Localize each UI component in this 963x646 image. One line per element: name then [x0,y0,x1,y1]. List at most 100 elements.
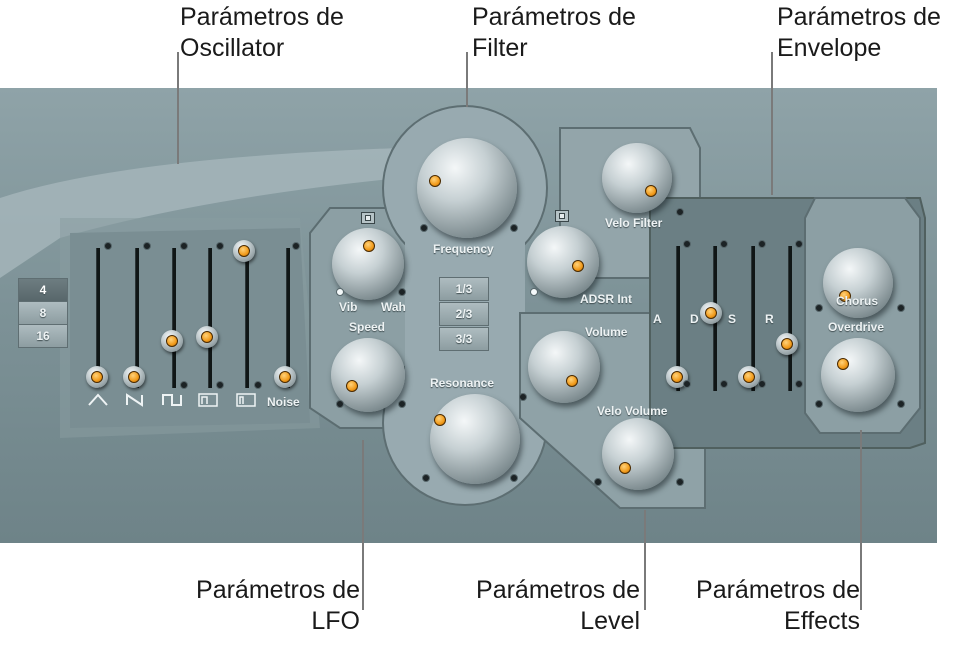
env-s-bottom-led [758,380,766,388]
indicator-dot [837,358,849,370]
osc-slider-5-track [245,248,249,388]
chorus-min-led [815,304,823,312]
adsr-int-label: ADSR Int [580,292,632,306]
env-d-label: D [690,312,699,326]
effects-callout: Parámetros de Effects [696,576,860,635]
lfo-callout: Parámetros de LFO [196,576,360,635]
velo-filter-max-led [676,208,684,216]
adsr-int-min-led [530,288,538,296]
square-wave-icon [162,394,182,406]
frequency-max-led [510,224,518,232]
overdrive-knob[interactable] [821,338,895,412]
octave-button-4[interactable]: 4 [18,278,68,302]
indicator-dot [128,371,140,383]
env-r-handle[interactable] [776,333,798,355]
slope-button-2-3[interactable]: 2/3 [439,302,489,326]
indicator-dot [839,290,851,302]
level-callout: Parámetros de Level [476,576,640,635]
indicator-dot [363,240,375,252]
noise-slider-handle[interactable] [274,366,296,388]
env-d-bottom-led [720,380,728,388]
noise-slider-led [292,242,300,250]
env-a-handle[interactable] [666,366,688,388]
overdrive-label: Overdrive [828,320,885,334]
adsr-int-knob[interactable] [527,226,599,298]
pulse-narrow-wave-icon [236,393,256,407]
velo-filter-label: Velo Filter [605,216,663,230]
osc-slider-2-handle[interactable] [123,366,145,388]
env-a-label: A [653,312,662,326]
overdrive-min-led [815,400,823,408]
oscillator-leader-line [177,52,179,164]
frequency-knob[interactable] [417,138,517,238]
osc-slider-4-bottom-led [216,381,224,389]
resonance-max-led [510,474,518,482]
indicator-dot [572,260,584,272]
noise-label: Noise [267,395,300,409]
frequency-label: Frequency [433,242,494,256]
chorus-max-led [897,304,905,312]
osc-slider-1-handle[interactable] [86,366,108,388]
indicator-dot [279,371,291,383]
env-a-led [683,240,691,248]
envelope-callout: Parámetros de Envelope [777,3,941,62]
vib-led [336,288,344,296]
indicator-dot [781,338,793,350]
speed-min-led [336,400,344,408]
slope-button-1-3[interactable]: 1/3 [439,277,489,301]
speed-max-led [398,400,406,408]
osc-slider-4-track [208,248,212,388]
sawtooth-wave-icon [126,393,143,407]
velo-filter-knob[interactable] [602,143,672,213]
indicator-dot [671,371,683,383]
indicator-dot [434,414,446,426]
osc-slider-3-handle[interactable] [161,330,183,352]
osc-slider-2-led [143,242,151,250]
octave-button-8[interactable]: 8 [18,301,68,325]
speed-label: Speed [349,320,386,334]
resonance-min-led [422,474,430,482]
env-a-track [676,246,680,391]
chorus-knob[interactable] [823,248,893,318]
triangle-wave-icon [88,393,108,406]
osc-slider-4-handle[interactable] [196,326,218,348]
envelope-leader-line [771,52,773,195]
env-d-led [720,240,728,248]
volume-min-led [519,393,527,401]
frequency-min-led [420,224,428,232]
velo-volume-knob[interactable] [602,418,674,490]
env-d-handle[interactable] [700,302,722,324]
lfo-speed-knob[interactable] [331,338,405,412]
adsr-control-icon [555,210,569,222]
velo-volume-max-led [676,478,684,486]
osc-slider-4-led [216,242,224,250]
indicator-dot [91,371,103,383]
indicator-dot [238,245,250,257]
volume-knob[interactable] [528,331,600,403]
env-s-label: S [728,312,737,326]
volume-label: Volume [585,325,628,339]
resonance-knob[interactable] [430,394,520,484]
lfo-leader-line [362,440,364,610]
lfo-mod-knob[interactable] [332,228,404,300]
slope-button-3-3[interactable]: 3/3 [439,327,489,351]
oscillator-callout: Parámetros de Oscillator [180,3,344,62]
osc-slider-3-led [180,242,188,250]
filter-leader-line [466,52,468,107]
env-s-handle[interactable] [738,366,760,388]
osc-slider-5-handle[interactable] [233,240,255,262]
osc-slider-1-led [104,242,112,250]
synth-panel: 4 8 16 Noise Vib Wah Speed [0,88,937,543]
filter-callout: Parámetros de Filter [472,3,636,62]
overdrive-max-led [897,400,905,408]
indicator-dot [619,462,631,474]
env-s-track [751,246,755,391]
env-r-track [788,246,792,391]
octave-button-16[interactable]: 16 [18,324,68,348]
indicator-dot [429,175,441,187]
resonance-label: Resonance [430,376,495,390]
velo-volume-label: Velo Volume [597,404,668,418]
lfo-control-icon [361,212,375,224]
wah-led [398,288,406,296]
osc-slider-3-bottom-led [180,381,188,389]
